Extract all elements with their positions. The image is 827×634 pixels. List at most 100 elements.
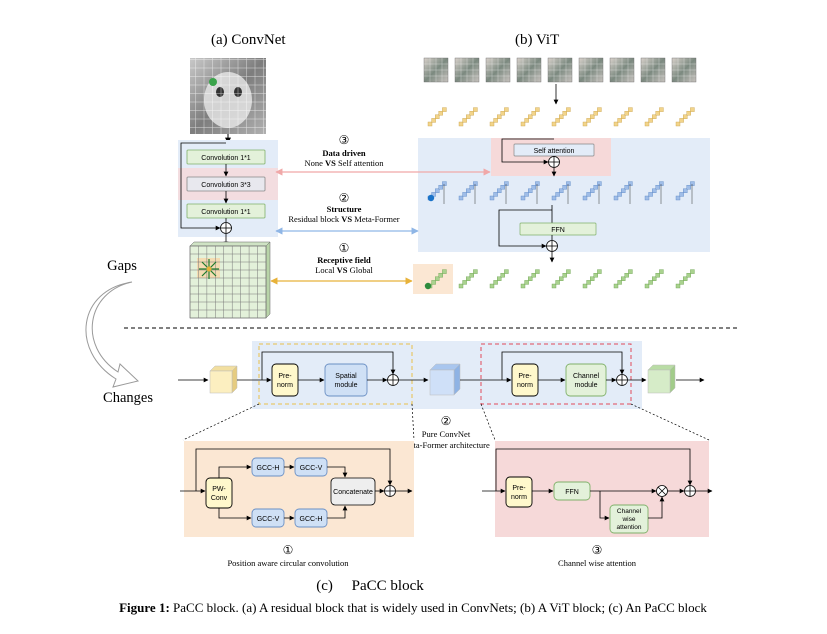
vit-add-icon-bottom bbox=[546, 240, 558, 252]
center-line1: Pure ConvNet bbox=[422, 429, 471, 439]
channel-prenorm-label: Pre-norm bbox=[517, 373, 533, 389]
token-blue bbox=[613, 181, 633, 201]
image-patch bbox=[640, 57, 666, 83]
cat-image bbox=[190, 58, 266, 134]
image-patch bbox=[609, 57, 635, 83]
concat-label: Concatenate bbox=[333, 489, 373, 496]
spatial-prenorm-box bbox=[271, 363, 299, 397]
cwa-prenorm-label: Pre-norm bbox=[511, 485, 527, 501]
token-yellow bbox=[675, 107, 695, 127]
cwa-caption: Channel wise attention bbox=[558, 558, 637, 568]
global-highlight bbox=[413, 264, 453, 294]
image-patches bbox=[423, 57, 697, 83]
input-cube bbox=[209, 365, 238, 394]
token-yellow bbox=[644, 107, 664, 127]
gcc-caption: Position aware circular convolution bbox=[227, 558, 349, 568]
local-star-icon bbox=[199, 259, 219, 279]
gcc-v-bot-label: GCC-V bbox=[257, 516, 280, 523]
local-receptive-grid bbox=[189, 241, 271, 319]
image-patch bbox=[547, 57, 573, 83]
gap3-desc: None VS Self attention bbox=[304, 158, 384, 168]
image-patch bbox=[671, 57, 697, 83]
token-blue bbox=[551, 181, 571, 201]
self-attention-label: Self attention bbox=[534, 148, 575, 155]
gap2-title: Structure bbox=[327, 204, 362, 214]
token-blue bbox=[644, 181, 664, 201]
token-blue bbox=[458, 181, 478, 201]
token-green bbox=[551, 269, 571, 289]
token-blue bbox=[489, 181, 509, 201]
global-dot-green bbox=[424, 282, 432, 290]
gap-structure: ② Structure Residual block VS Meta-Forme… bbox=[275, 191, 419, 235]
token-green bbox=[644, 269, 664, 289]
token-green bbox=[520, 269, 540, 289]
channel-prenorm-box bbox=[511, 363, 539, 397]
output-tokens bbox=[427, 269, 695, 289]
vit-add-icon-top bbox=[548, 156, 560, 168]
token-green bbox=[675, 269, 695, 289]
image-patch bbox=[423, 57, 449, 83]
attention-tokens bbox=[427, 181, 695, 204]
token-green bbox=[582, 269, 602, 289]
gap2-desc: Residual block VS Meta-Former bbox=[288, 214, 399, 224]
figure-caption: Figure 1: PaCC block. (a) A residual blo… bbox=[119, 600, 707, 615]
token-yellow bbox=[551, 107, 571, 127]
gap-data-driven: ③ Data driven None VS Self attention bbox=[275, 133, 491, 176]
token-blue bbox=[675, 181, 695, 201]
gaps-to-changes-arrow bbox=[85, 281, 140, 388]
gcc-v-top-label: GCC-V bbox=[300, 465, 323, 472]
cwa-num: ③ bbox=[592, 543, 603, 557]
cwa-add-icon bbox=[684, 485, 696, 497]
cwa-attn-box bbox=[609, 504, 649, 534]
vit-ffn-label: FFN bbox=[551, 227, 565, 234]
panel-a-label: (a) ConvNet bbox=[211, 32, 286, 48]
token-yellow bbox=[489, 107, 509, 127]
panel-c-label: (c) PaCC block bbox=[316, 578, 424, 594]
image-patch bbox=[516, 57, 542, 83]
token-yellow bbox=[458, 107, 478, 127]
gap1-title: Receptive field bbox=[317, 255, 371, 265]
gap3-title: Data driven bbox=[322, 148, 365, 158]
gaps-title: Gaps bbox=[107, 258, 137, 274]
vit-ffn-box bbox=[519, 222, 597, 236]
channel-add-icon bbox=[616, 374, 628, 386]
image-patch bbox=[578, 57, 604, 83]
image-patch bbox=[485, 57, 511, 83]
middle-cube bbox=[429, 363, 461, 396]
gap2-num: ② bbox=[339, 191, 350, 205]
channel-module-box bbox=[565, 363, 607, 397]
image-patch bbox=[454, 57, 480, 83]
pwconv-box bbox=[205, 477, 233, 509]
panel-b-label: (b) ViT bbox=[515, 32, 559, 48]
conv1x1-bottom-label: Convolution 1*1 bbox=[201, 209, 251, 216]
changes-title: Changes bbox=[103, 390, 153, 406]
token-blue bbox=[582, 181, 602, 201]
center-num: ② bbox=[441, 414, 452, 428]
gcc-h-top-label: GCC-H bbox=[257, 465, 280, 472]
input-tokens bbox=[427, 107, 695, 127]
token-yellow bbox=[613, 107, 633, 127]
token-green bbox=[613, 269, 633, 289]
gcc-add-icon bbox=[384, 485, 396, 497]
conv3x3-label: Convolution 3*3 bbox=[201, 182, 251, 189]
token-yellow bbox=[520, 107, 540, 127]
gap-receptive-field: ① Receptive field Local VS Global bbox=[270, 241, 413, 285]
token-yellow bbox=[582, 107, 602, 127]
cwa-ffn-label: FFN bbox=[565, 489, 579, 496]
token-blue bbox=[520, 181, 540, 201]
spatial-prenorm-label: Pre-norm bbox=[277, 373, 293, 389]
gcc-h-bot-label: GCC-H bbox=[300, 516, 323, 523]
token-yellow bbox=[427, 107, 447, 127]
conv1x1-top-label: Convolution 1*1 bbox=[201, 155, 251, 162]
pwconv-label: PW-Conv bbox=[211, 486, 228, 502]
conv-add-icon bbox=[220, 222, 232, 234]
gap1-num: ① bbox=[339, 241, 350, 255]
center-line2: Meta-Former architecture bbox=[402, 440, 490, 450]
token-green bbox=[458, 269, 478, 289]
spatial-add-icon bbox=[387, 374, 399, 386]
spatial-dashed bbox=[258, 343, 413, 405]
